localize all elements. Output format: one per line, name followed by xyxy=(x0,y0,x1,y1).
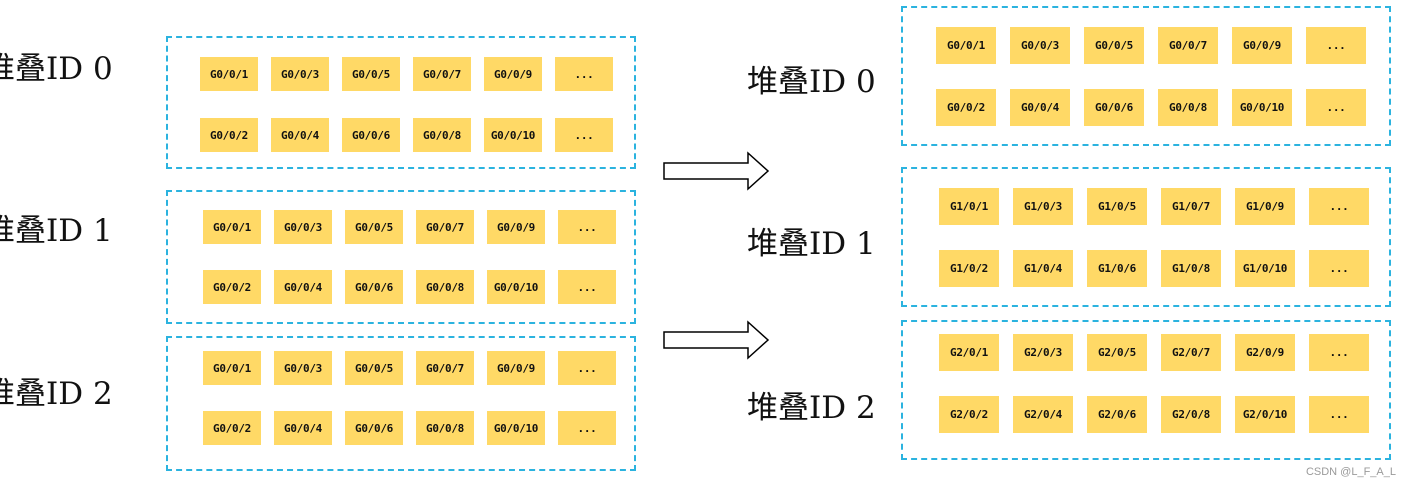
port-grid: G0/0/1 G0/0/3 G0/0/5 G0/0/7 G0/0/9... G0/0/2 G… xyxy=(903,8,1389,144)
port-box: G1/0/8 xyxy=(1161,250,1221,287)
port-box: G0/0/3 xyxy=(1010,27,1070,64)
port-box: G1/0/4 xyxy=(1013,250,1073,287)
port-box: G2/0/3 xyxy=(1013,334,1073,371)
port-box: G0/0/10 xyxy=(487,411,545,445)
port-box: G0/0/2 xyxy=(200,118,258,152)
port-box: G2/0/6 xyxy=(1087,396,1147,433)
port-box: ... xyxy=(1309,334,1369,371)
port-box: G0/0/3 xyxy=(274,351,332,385)
port-box: G0/0/8 xyxy=(416,270,474,304)
port-box: G0/0/5 xyxy=(342,57,400,91)
port-box: G1/0/10 xyxy=(1235,250,1295,287)
port-box: G1/0/3 xyxy=(1013,188,1073,225)
port-box: ... xyxy=(1309,396,1369,433)
right-stack-group-0: G0/0/1 G0/0/3 G0/0/5 G0/0/7 G0/0/9... G0/0/2 G… xyxy=(901,6,1391,146)
port-box: G0/0/10 xyxy=(484,118,542,152)
port-box: ... xyxy=(558,411,616,445)
port-box: ... xyxy=(1306,27,1366,64)
port-box: G0/0/6 xyxy=(345,411,403,445)
port-box: G0/0/8 xyxy=(413,118,471,152)
port-box: G2/0/8 xyxy=(1161,396,1221,433)
port-box: G1/0/9 xyxy=(1235,188,1295,225)
port-box: G0/0/7 xyxy=(416,351,474,385)
left-stack-group-2: G0/0/1 G0/0/3 G0/0/5 G0/0/7 G0/0/9... G0/0/2 G… xyxy=(166,336,636,471)
port-box: G0/0/3 xyxy=(271,57,329,91)
port-grid: G0/0/1 G0/0/3 G0/0/5 G0/0/7 G0/0/9... G0/0/2 G… xyxy=(168,338,634,469)
left-stack-group-1: G0/0/1 G0/0/3 G0/0/5 G0/0/7 G0/0/9... G0/0/2 G… xyxy=(166,190,636,324)
port-box: G0/0/7 xyxy=(416,210,474,244)
port-box: G0/0/1 xyxy=(203,351,261,385)
port-box: ... xyxy=(555,118,613,152)
port-box: G2/0/4 xyxy=(1013,396,1073,433)
port-box: G0/0/6 xyxy=(1084,89,1144,126)
port-box: G0/0/2 xyxy=(203,270,261,304)
right-arrow-icon xyxy=(663,151,770,191)
port-box: ... xyxy=(555,57,613,91)
port-box: G2/0/7 xyxy=(1161,334,1221,371)
port-box: G1/0/1 xyxy=(939,188,999,225)
port-box: G2/0/9 xyxy=(1235,334,1295,371)
port-box: G0/0/5 xyxy=(345,210,403,244)
right-arrow-icon xyxy=(663,320,770,360)
port-box: G0/0/4 xyxy=(1010,89,1070,126)
port-box: G0/0/3 xyxy=(274,210,332,244)
port-box: ... xyxy=(558,270,616,304)
right-stack-label-0: 堆叠ID 0 xyxy=(747,64,876,100)
port-box: G2/0/5 xyxy=(1087,334,1147,371)
port-box: G2/0/1 xyxy=(939,334,999,371)
watermark: CSDN @L_F_A_L xyxy=(1305,466,1396,478)
port-box: G0/0/6 xyxy=(342,118,400,152)
port-box: G0/0/9 xyxy=(1232,27,1292,64)
port-box: G0/0/7 xyxy=(413,57,471,91)
port-box: ... xyxy=(558,210,616,244)
port-grid: G0/0/1 G0/0/3 G0/0/5 G0/0/7 G0/0/9... G0/0/2 G… xyxy=(168,38,634,167)
right-stack-group-1: G1/0/1 G1/0/3 G1/0/5 G1/0/7 G1/0/9... G1/0/2 G… xyxy=(901,167,1391,307)
port-box: G0/0/7 xyxy=(1158,27,1218,64)
port-box: G0/0/4 xyxy=(271,118,329,152)
port-grid: G1/0/1 G1/0/3 G1/0/5 G1/0/7 G1/0/9... G1/0/2 G… xyxy=(903,169,1389,305)
port-box: G2/0/10 xyxy=(1235,396,1295,433)
right-stack-group-2: G2/0/1 G2/0/3 G2/0/5 G2/0/7 G2/0/9... G2/0/2 G… xyxy=(901,320,1391,460)
port-box: G0/0/1 xyxy=(203,210,261,244)
port-grid: G0/0/1 G0/0/3 G0/0/5 G0/0/7 G0/0/9... G0/0/2 G… xyxy=(168,192,634,322)
port-box: G0/0/9 xyxy=(487,210,545,244)
left-stack-group-0: G0/0/1 G0/0/3 G0/0/5 G0/0/7 G0/0/9... G0/0/2 G… xyxy=(166,36,636,169)
port-box: G0/0/1 xyxy=(200,57,258,91)
right-stack-label-1: 堆叠ID 1 xyxy=(747,226,876,262)
port-box: G0/0/1 xyxy=(936,27,996,64)
port-box: ... xyxy=(558,351,616,385)
right-stack-label-2: 堆叠ID 2 xyxy=(747,390,876,426)
port-box: G0/0/4 xyxy=(274,411,332,445)
left-stack-label-2: 堆叠ID 2 xyxy=(0,376,113,412)
port-box: G1/0/6 xyxy=(1087,250,1147,287)
port-box: G0/0/9 xyxy=(487,351,545,385)
port-box: G0/0/10 xyxy=(1232,89,1292,126)
port-box: G1/0/7 xyxy=(1161,188,1221,225)
port-grid: G2/0/1 G2/0/3 G2/0/5 G2/0/7 G2/0/9... G2/0/2 G… xyxy=(903,322,1389,458)
port-box: G0/0/8 xyxy=(416,411,474,445)
left-stack-label-1: 堆叠ID 1 xyxy=(0,213,113,249)
port-box: ... xyxy=(1309,250,1369,287)
port-box: G0/0/9 xyxy=(484,57,542,91)
port-box: G0/0/4 xyxy=(274,270,332,304)
port-box: G0/0/5 xyxy=(1084,27,1144,64)
port-box: G2/0/2 xyxy=(939,396,999,433)
port-box: G1/0/2 xyxy=(939,250,999,287)
port-box: G0/0/8 xyxy=(1158,89,1218,126)
port-box: G0/0/6 xyxy=(345,270,403,304)
port-box: ... xyxy=(1309,188,1369,225)
port-box: ... xyxy=(1306,89,1366,126)
left-stack-label-0: 堆叠ID 0 xyxy=(0,51,113,87)
port-box: G1/0/5 xyxy=(1087,188,1147,225)
port-box: G0/0/2 xyxy=(936,89,996,126)
port-box: G0/0/10 xyxy=(487,270,545,304)
port-box: G0/0/5 xyxy=(345,351,403,385)
port-box: G0/0/2 xyxy=(203,411,261,445)
